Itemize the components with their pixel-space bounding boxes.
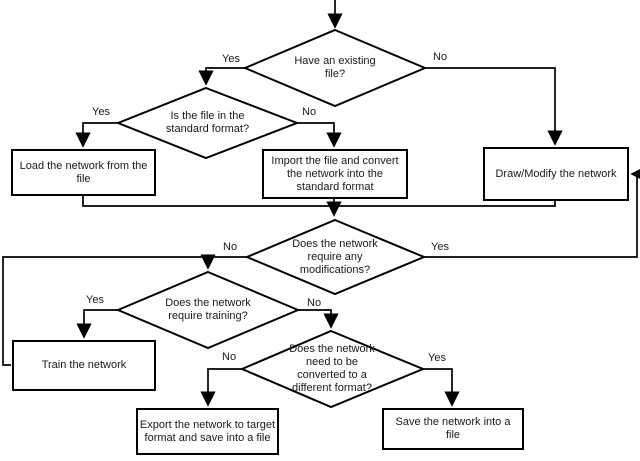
- process-import-convert: [262, 149, 408, 199]
- decision-have-existing-file: [242, 28, 428, 108]
- edge-training-yes: [76, 309, 119, 339]
- edge-label-std-format-no: No: [302, 106, 317, 118]
- decision-require-training: [115, 270, 301, 350]
- decision-require-training-label: Does the network require training?: [165, 297, 251, 322]
- edge-label-modifications-no: No: [223, 241, 238, 253]
- edge-have-file-no: [424, 67, 563, 146]
- process-draw-modify-label: Draw/Modify the network: [495, 167, 617, 180]
- process-export-save: [136, 408, 279, 455]
- decision-convert-format: [239, 329, 426, 409]
- decision-convert-format-label: Does the network need to be converted to…: [289, 343, 375, 394]
- process-load-network: [11, 149, 156, 196]
- edge-label-training-no: No: [307, 297, 322, 309]
- process-import-convert-label: Import the file and convert the network …: [271, 154, 399, 193]
- edge-std-format-yes: [75, 122, 119, 148]
- process-train-network: [12, 340, 156, 391]
- edge-modifications-yes-loop: [423, 166, 640, 258]
- edge-label-convert-yes: Yes: [428, 352, 446, 364]
- process-export-save-label: Export the network to target format and …: [139, 418, 276, 444]
- process-draw-modify: [483, 147, 629, 201]
- process-load-network-label: Load the network from the file: [19, 159, 148, 185]
- decision-standard-format: [115, 86, 300, 160]
- process-save-file: [382, 408, 524, 450]
- edge-label-have-file-no: No: [433, 51, 448, 63]
- edge-std-format-no: [296, 122, 342, 148]
- edge-label-have-file-yes: Yes: [222, 53, 240, 65]
- edge-label-modifications-yes: Yes: [431, 241, 449, 253]
- decision-standard-format-label: Is the file in the standard format?: [165, 110, 250, 135]
- edge-convert-no: [200, 368, 243, 407]
- decision-have-existing-file-label: Have an existing file?: [294, 55, 376, 80]
- edge-label-convert-no: No: [222, 351, 237, 363]
- edge-training-no: [297, 309, 339, 329]
- edge-have-file-yes: [198, 67, 246, 86]
- edge-label-std-format-yes: Yes: [92, 106, 110, 118]
- edge-label-training-yes: Yes: [86, 294, 104, 306]
- process-save-file-label: Save the network into a file: [395, 416, 511, 441]
- decision-require-modifications: [244, 218, 427, 296]
- edge-merge-bus: [82, 195, 556, 207]
- process-train-network-label: Train the network: [41, 359, 127, 371]
- edge-convert-yes: [422, 368, 460, 407]
- decision-require-modifications-label: Does the network require any modificatio…: [292, 237, 378, 276]
- edge-modifications-no-and-train-return: [2, 256, 248, 366]
